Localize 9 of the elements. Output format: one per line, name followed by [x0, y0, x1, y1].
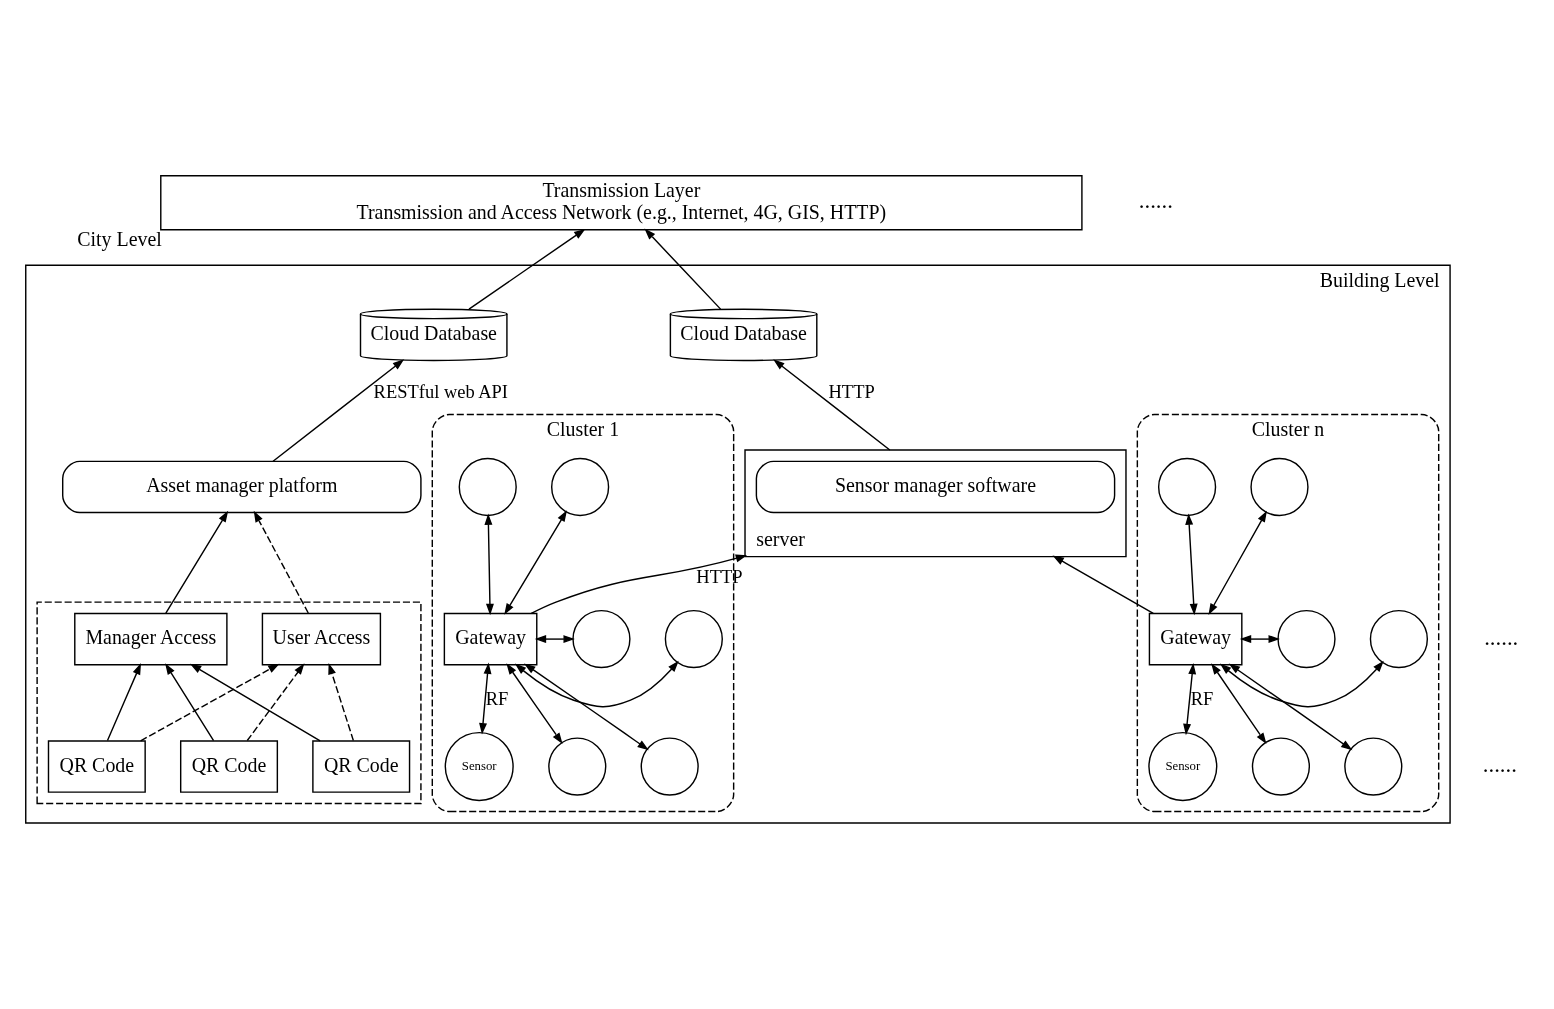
edge-label: RESTful web API	[373, 381, 509, 402]
edge-label: HTTP	[828, 381, 875, 402]
edge-label: HTTP	[696, 566, 743, 587]
label: ......	[1482, 751, 1517, 777]
edge-label: RF	[485, 688, 509, 709]
label: ......	[1484, 623, 1519, 649]
edge-label: RF	[1190, 688, 1214, 709]
node-label: City Level	[77, 227, 162, 250]
label: ......	[1138, 187, 1173, 213]
